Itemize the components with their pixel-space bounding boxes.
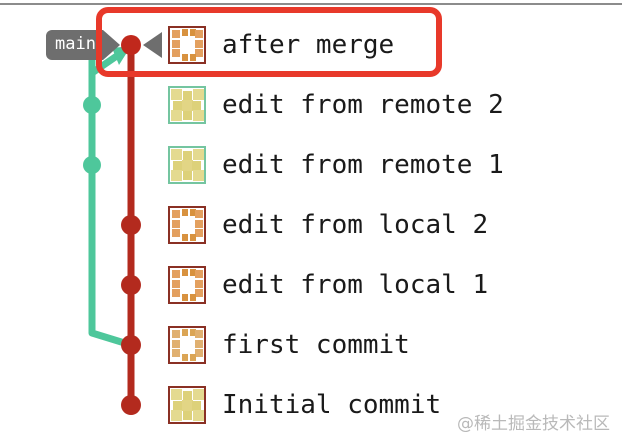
watermark: @稀土掘金技术社区	[457, 414, 610, 434]
commit-message: first commit	[222, 330, 410, 360]
commit-identicon-icon	[168, 146, 206, 184]
commit-message: after merge	[222, 30, 395, 60]
commit-node-edit-from-local-2[interactable]	[121, 215, 141, 235]
commit-row[interactable]: after merge	[168, 23, 394, 67]
commit-row[interactable]: edit from remote 2	[168, 83, 504, 127]
commit-node-first-commit[interactable]	[121, 335, 141, 355]
head-pointer-arrow-icon	[143, 32, 162, 58]
commit-identicon-icon	[168, 326, 206, 364]
remote-lane-path	[88, 53, 135, 349]
branch-label-tail-icon	[102, 30, 120, 60]
commit-message: edit from remote 2	[222, 90, 504, 120]
commit-node-remote-1[interactable]	[83, 156, 101, 174]
commit-row[interactable]: first commit	[168, 323, 410, 367]
commit-row[interactable]: edit from local 1	[168, 263, 488, 307]
commit-identicon-icon	[168, 26, 206, 64]
commit-message: edit from remote 1	[222, 150, 504, 180]
highlight-annotation-box	[96, 7, 442, 77]
commit-identicon-icon	[168, 86, 206, 124]
commit-row[interactable]: edit from local 2	[168, 203, 488, 247]
commit-message: edit from local 1	[222, 270, 489, 300]
top-divider	[0, 3, 622, 5]
branch-label-main[interactable]: main	[46, 30, 120, 60]
branch-label-text: main	[46, 30, 103, 60]
commit-identicon-icon	[168, 206, 206, 244]
commit-row[interactable]: edit from remote 1	[168, 143, 504, 187]
commit-node-remote-2[interactable]	[83, 96, 101, 114]
commit-row[interactable]: Initial commit	[168, 383, 441, 427]
commit-message: edit from local 2	[222, 210, 489, 240]
commit-message: Initial commit	[222, 390, 442, 420]
commit-identicon-icon	[168, 266, 206, 304]
commit-node-edit-from-local-1[interactable]	[121, 275, 141, 295]
commit-node-initial-commit[interactable]	[121, 395, 141, 415]
commit-identicon-icon	[168, 386, 206, 424]
